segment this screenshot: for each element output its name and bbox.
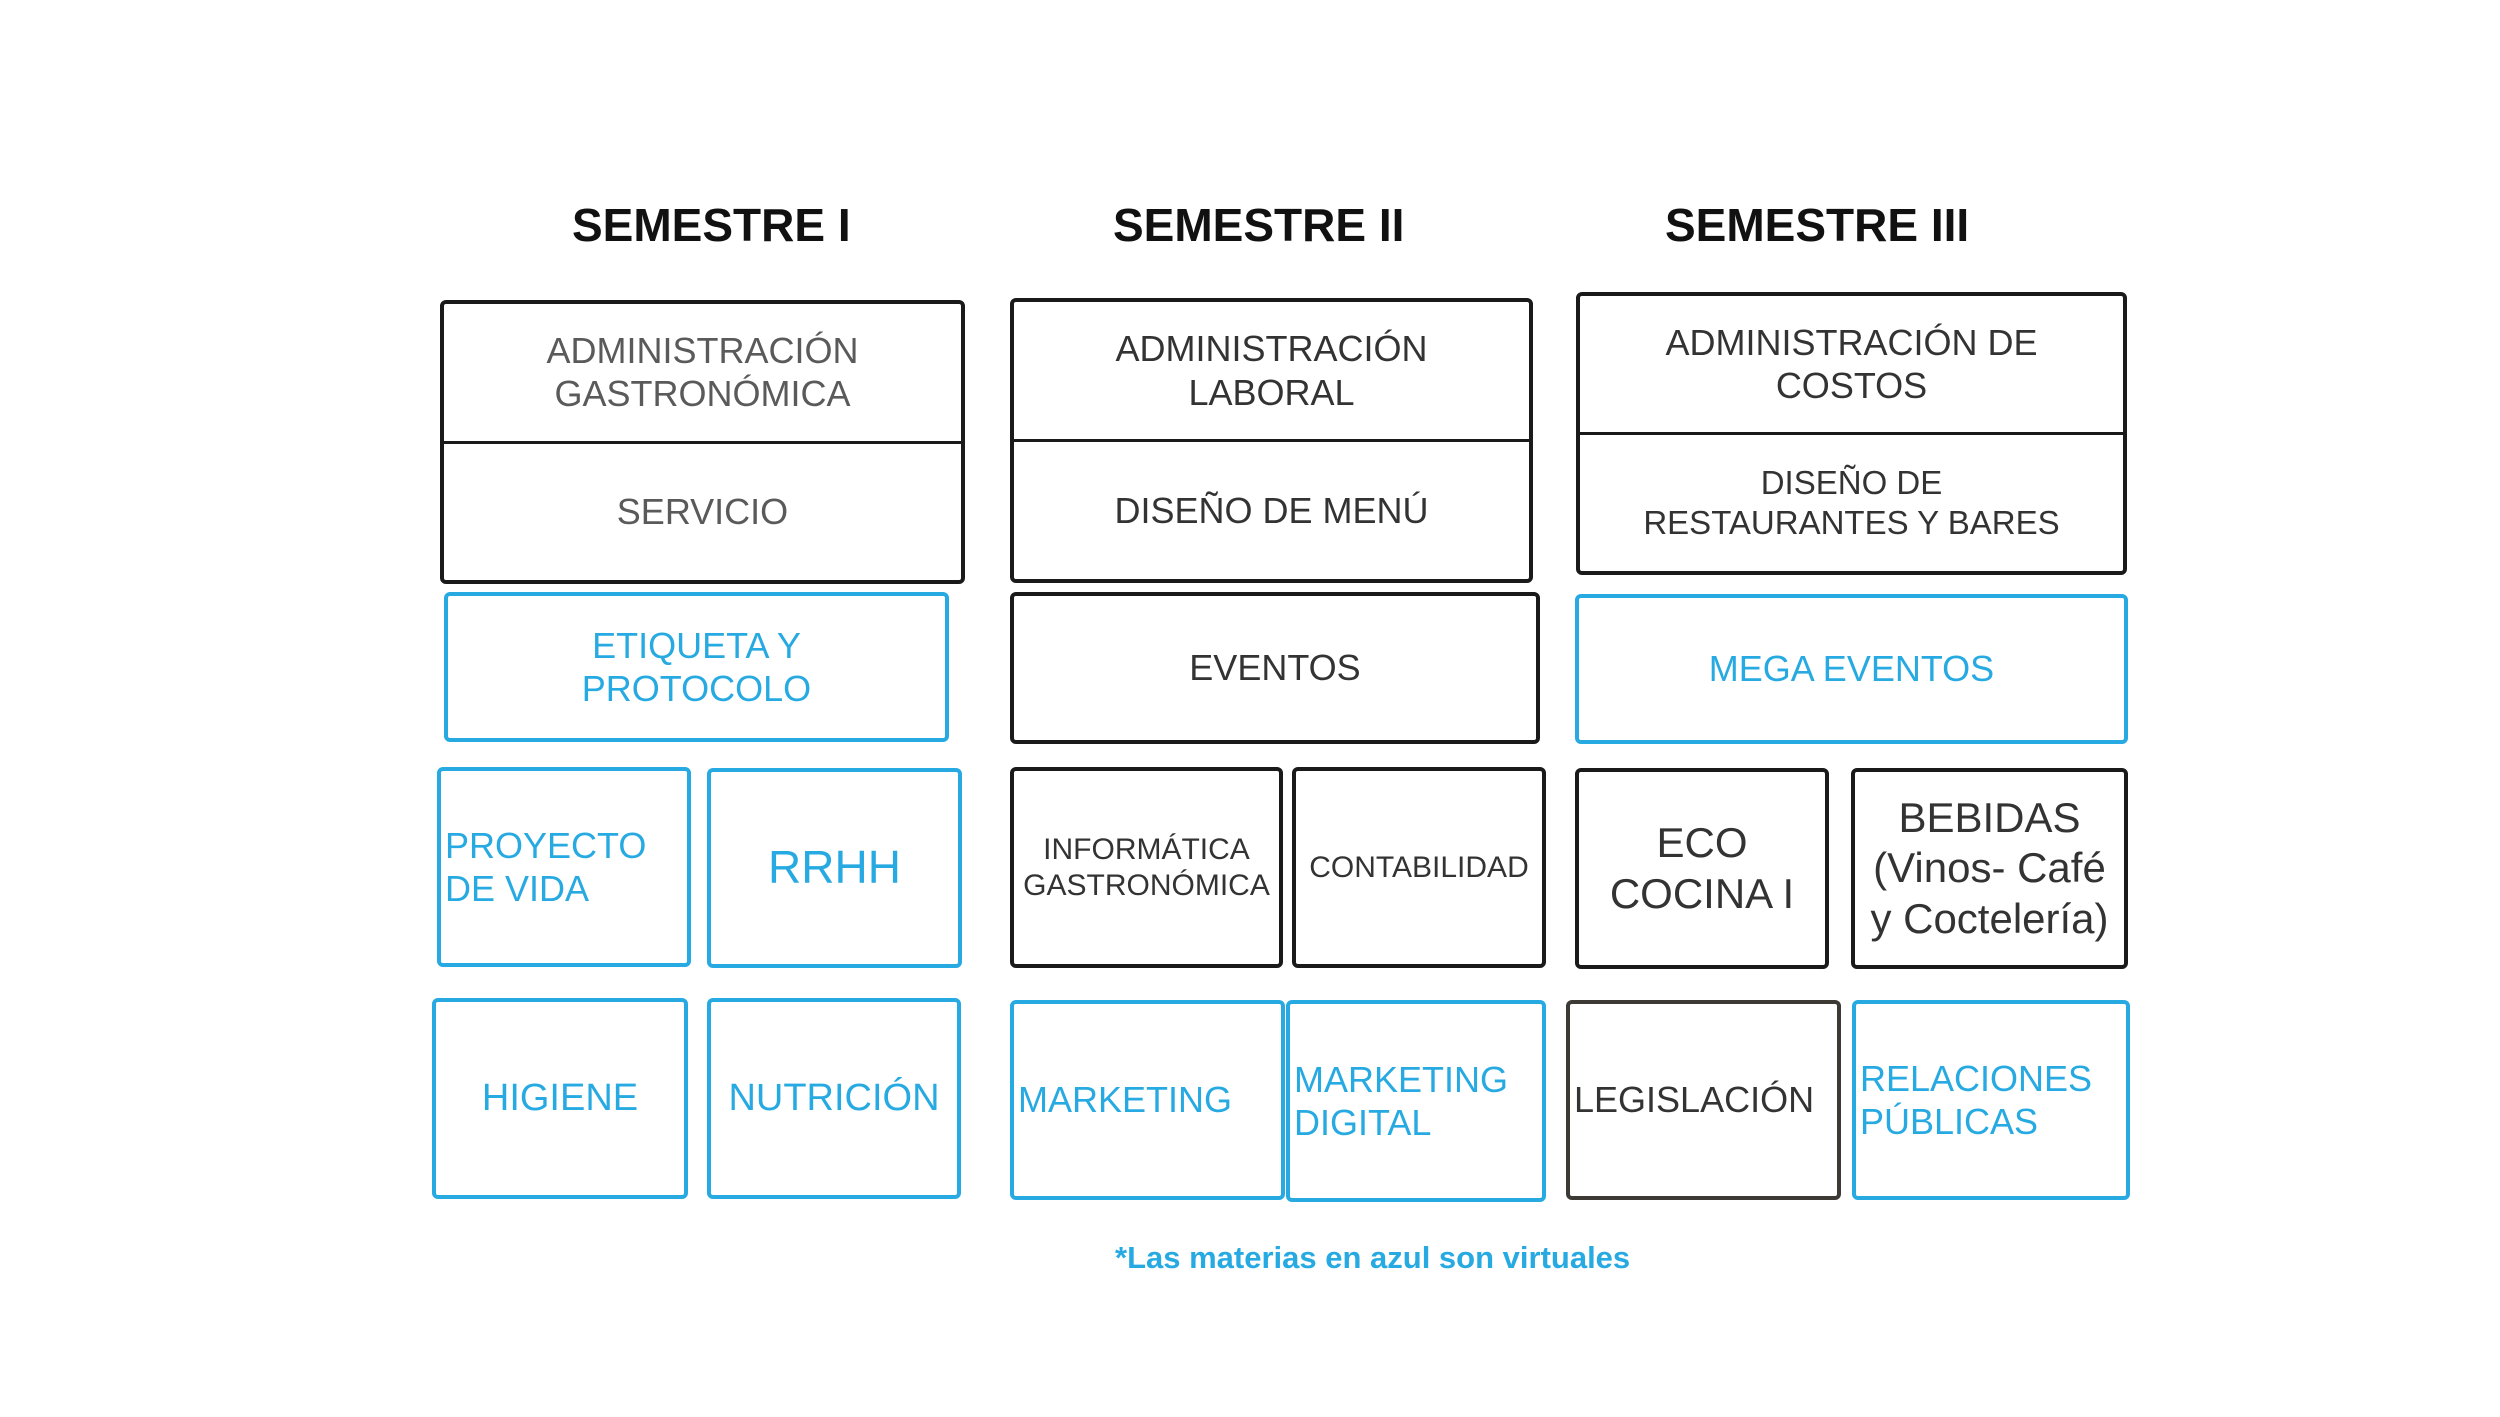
subject-administracion-gastronomica: ADMINISTRACIÓN GASTRONÓMICA [546,330,859,415]
subject-administracion-de-costos: ADMINISTRACIÓN DE COSTOS [1665,321,2038,406]
subject-legislacion: LEGISLACIÓN [1574,1079,1815,1121]
s3-admin-diseno-box: ADMINISTRACIÓN DE COSTOS DISEÑO DE RESTA… [1576,292,2127,575]
subject-eco-cocina: ECO COCINA I [1609,819,1795,917]
subject-relaciones-publicas: RELACIONES PÚBLICAS [1860,1057,2093,1142]
semester-1-heading: SEMESTRE I [572,199,851,251]
s3-bebidas-box: BEBIDAS (Vinos- Café y Coctelería) [1851,768,2128,969]
subject-marketing: MARKETING [1018,1079,1233,1121]
s2-contabilidad-box: CONTABILIDAD [1292,767,1546,968]
subject-diseno-de-menu: DISEÑO DE MENÚ [1114,489,1429,531]
subject-marketing-digital: MARKETING DIGITAL [1294,1058,1509,1143]
s1-admin-servicio-box: ADMINISTRACIÓN GASTRONÓMICA SERVICIO [440,300,965,584]
subject-mega-eventos: MEGA EVENTOS [1708,648,1995,690]
s1-nutricion-box: NUTRICIÓN [707,998,961,1199]
s2-admin-menu-box: ADMINISTRACIÓN LABORAL DISEÑO DE MENÚ [1010,298,1533,583]
s3-eco-cocina-box: ECO COCINA I [1575,768,1829,969]
subject-diseno-restaurantes-bares: DISEÑO DE RESTAURANTES Y BARES [1643,464,2060,541]
semester-3-heading: SEMESTRE III [1665,199,1970,251]
divider [1580,432,2123,435]
subject-informatica-gastronomica: INFORMÁTICA GASTRONÓMICA [1023,832,1270,902]
divider [444,440,961,444]
s3-mega-eventos-box: MEGA EVENTOS [1575,594,2128,744]
subject-contabilidad: CONTABILIDAD [1309,850,1529,884]
s1-higiene-box: HIGIENE [432,998,688,1199]
s3-relaciones-box: RELACIONES PÚBLICAS [1852,1000,2130,1200]
subject-proyecto-de-vida: PROYECTO DE VIDA [445,824,647,909]
subject-etiqueta-protocolo: ETIQUETA Y PROTOCOLO [581,624,812,709]
s2-eventos-box: EVENTOS [1010,592,1540,744]
subject-administracion-laboral: ADMINISTRACIÓN LABORAL [1115,328,1428,413]
virtual-subjects-note: *Las materias en azul son virtuales [1115,1240,1631,1275]
subject-higiene: HIGIENE [481,1076,639,1119]
subject-bebidas: BEBIDAS (Vinos- Café y Coctelería) [1870,793,2109,942]
semester-2-heading: SEMESTRE II [1113,199,1405,251]
subject-nutricion: NUTRICIÓN [728,1076,940,1119]
s2-informatica-box: INFORMÁTICA GASTRONÓMICA [1010,767,1283,968]
subject-eventos: EVENTOS [1189,647,1361,689]
subject-servicio: SERVICIO [616,491,789,533]
s2-marketing-box: MARKETING [1010,1000,1285,1200]
s2-marketing-digital-box: MARKETING DIGITAL [1286,1000,1546,1202]
subject-rrhh: RRHH [768,841,901,894]
divider [1014,439,1529,442]
s1-etiqueta-box: ETIQUETA Y PROTOCOLO [444,592,949,742]
s1-proyecto-box: PROYECTO DE VIDA [437,767,691,967]
s3-legislacion-box: LEGISLACIÓN [1566,1000,1841,1200]
s1-rrhh-box: RRHH [707,768,962,968]
